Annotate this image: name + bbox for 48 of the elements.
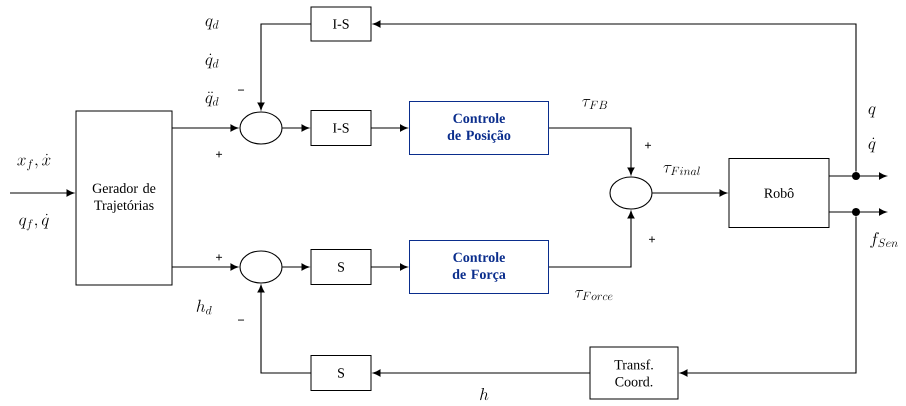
- sign-label: −: [238, 90, 244, 91]
- process-box: Gerador de Trajetórias: [76, 110, 172, 286]
- sign-label: +: [644, 142, 652, 148]
- sign-label: +: [216, 254, 222, 260]
- process-box: I-S: [310, 6, 372, 42]
- signal-label: $\dot{q}$: [868, 138, 876, 152]
- arrow: [549, 127, 634, 176]
- arrow: [372, 370, 590, 376]
- signal-label: $q$: [868, 106, 876, 118]
- arrow: [680, 216, 857, 376]
- arrow: [372, 124, 408, 132]
- signal-label: $\tau_{Final}$: [663, 164, 700, 176]
- arrow: [258, 23, 310, 110]
- summing-junction: [239, 250, 283, 284]
- arrow: [372, 20, 857, 172]
- process-box: Transf. Coord.: [590, 346, 678, 400]
- signal-label: $q_f, \dot{q}$: [19, 214, 49, 230]
- signal-label: $\dot{q}_d$: [206, 54, 219, 68]
- process-box: S: [310, 249, 372, 285]
- signal-label: $\ddot{q}_d$: [206, 92, 219, 106]
- arrow: [549, 210, 634, 268]
- process-box: S: [310, 355, 372, 391]
- signal-label: $q_d$: [206, 18, 219, 30]
- signal-label: $h$: [480, 388, 488, 400]
- junction-dot: [852, 172, 860, 180]
- signal-label: $h_d$: [196, 300, 212, 314]
- signal-label: $x_f, \dot{x}$: [17, 154, 50, 170]
- arrow: [172, 264, 238, 270]
- sign-label: +: [216, 151, 222, 158]
- arrow: [652, 190, 728, 196]
- arrow: [282, 264, 310, 270]
- summing-junction: [239, 111, 283, 145]
- summing-junction: [609, 176, 653, 210]
- sign-label: −: [238, 320, 244, 321]
- signal-label: $\tau_{Force}$: [575, 290, 612, 300]
- sign-label: +: [648, 236, 656, 242]
- arrow: [372, 264, 408, 270]
- arrow: [282, 124, 310, 132]
- arrow: [10, 190, 74, 196]
- junction-dot: [852, 208, 860, 216]
- process-box: I-S: [310, 110, 372, 146]
- controller-box: Controle de Posição: [409, 101, 549, 155]
- arrow: [172, 124, 238, 132]
- signal-label: $f_{Sen}$: [870, 232, 898, 248]
- controller-box: Controle de Força: [409, 240, 549, 294]
- signal-label: $\tau_{FB}$: [582, 98, 608, 109]
- arrow: [258, 284, 310, 374]
- process-box: Robô: [728, 158, 830, 228]
